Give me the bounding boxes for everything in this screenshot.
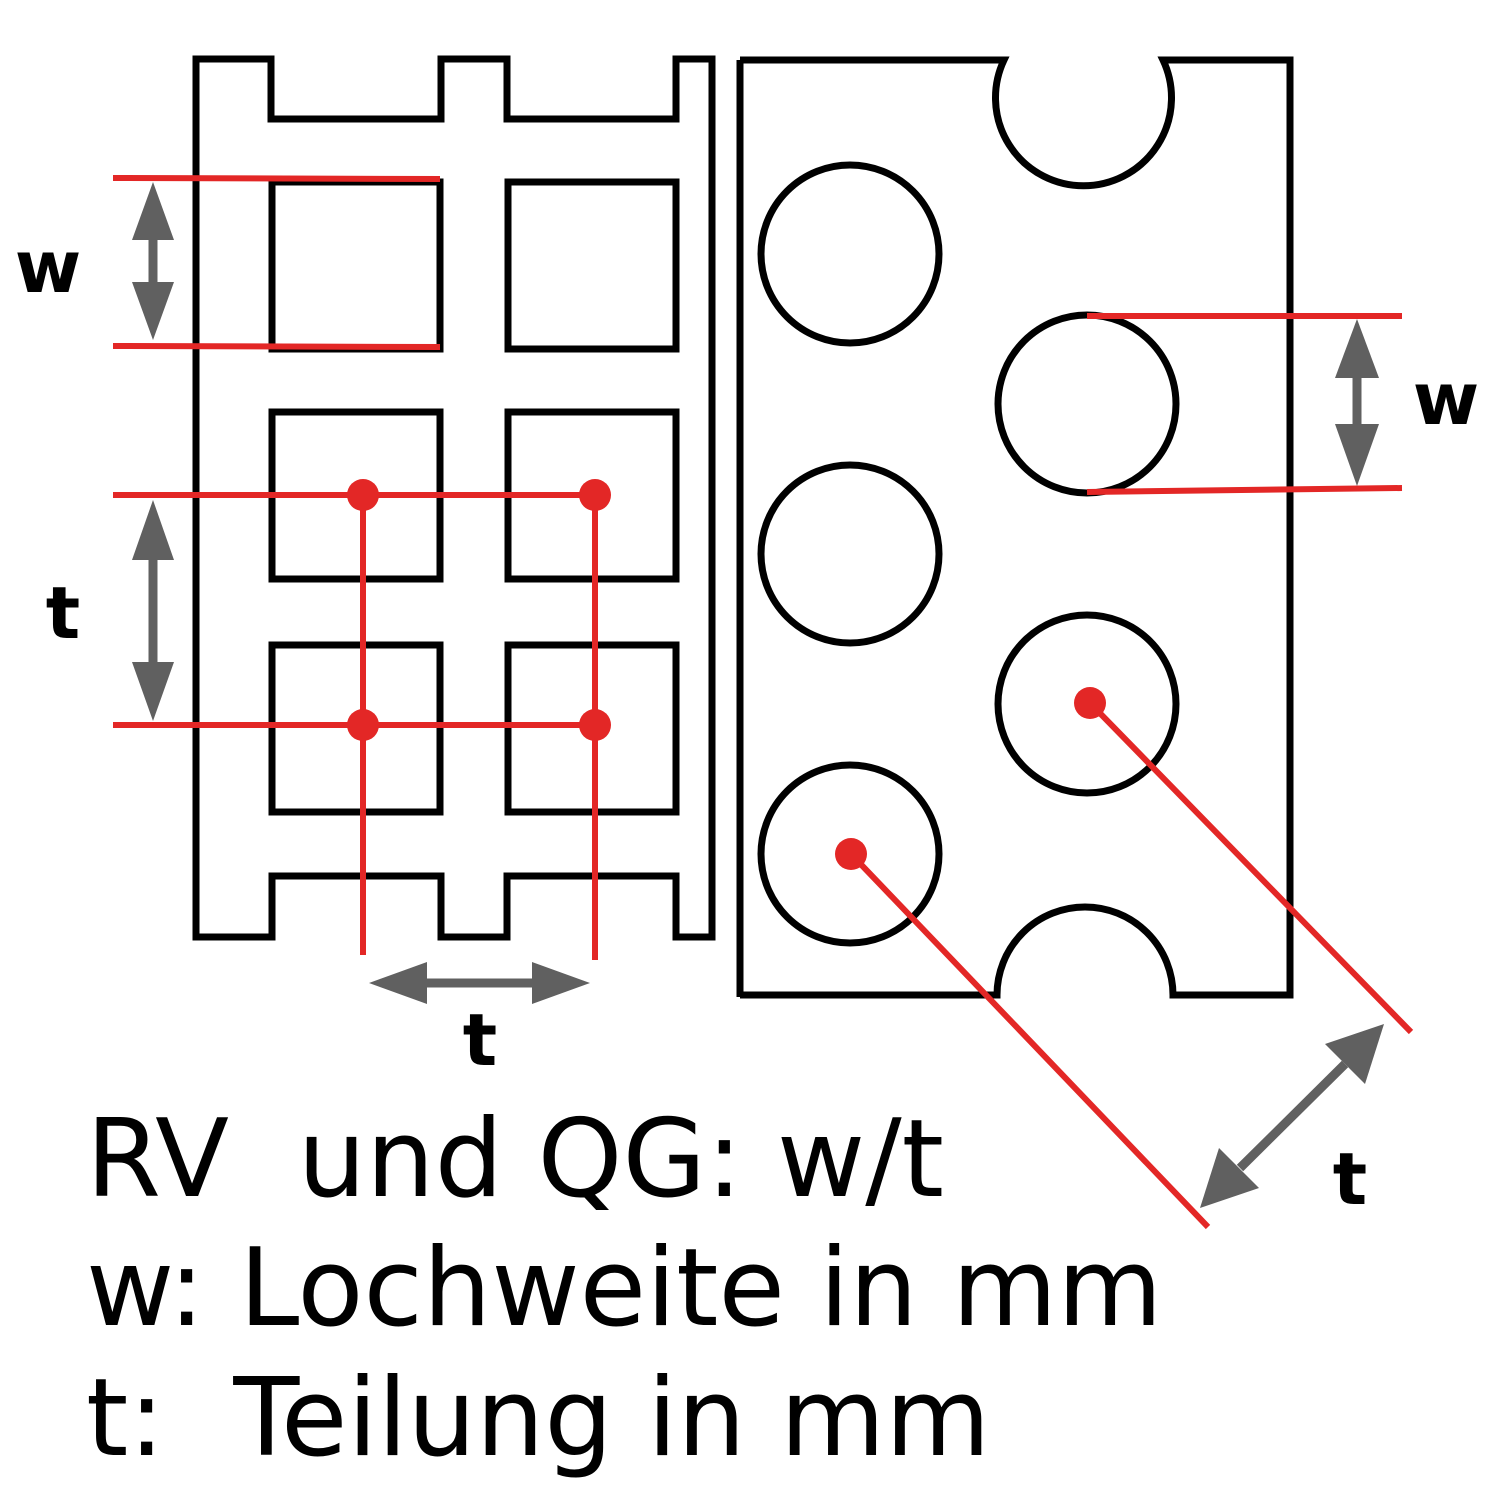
left-t-vertical-label: t xyxy=(46,571,80,655)
legend-w-definition: w: Lochweite in mm xyxy=(86,1226,1163,1351)
center-dot-r2c1 xyxy=(347,479,379,511)
round-hole-plate xyxy=(736,56,1294,999)
center-dot-hole-5 xyxy=(835,838,867,870)
square-hole-r3c1 xyxy=(268,641,444,816)
center-dot-r3c2 xyxy=(579,709,611,741)
right-w-label: w xyxy=(1413,357,1480,441)
right-t-diagonal-label: t xyxy=(1333,1137,1367,1221)
left-t-horizontal-label: t xyxy=(463,998,497,1082)
square-hole-r1c2 xyxy=(504,178,680,353)
left-w-label: w xyxy=(15,225,82,309)
w-right-bottom-reference-line xyxy=(1086,485,1403,495)
t-diagonal-line-upper xyxy=(1087,700,1414,1035)
left-t-vertical-arrow xyxy=(132,500,174,721)
right-t-diagonal-arrow xyxy=(1200,1024,1384,1208)
center-dot-hole-4 xyxy=(1074,687,1106,719)
legend-t-definition: t: Teilung in mm xyxy=(86,1356,991,1481)
left-t-horizontal-arrow xyxy=(369,962,590,1004)
right-measure-lines xyxy=(835,313,1414,1230)
dimension-arrows xyxy=(132,182,1384,1208)
round-hole-2 xyxy=(994,311,1180,497)
square-hole-r1c1 xyxy=(268,178,444,353)
round-plate-outline xyxy=(740,56,1294,999)
round-hole-3 xyxy=(757,461,943,647)
round-hole-4 xyxy=(994,611,1180,797)
w-top-reference-line xyxy=(112,175,441,182)
center-dot-r3c1 xyxy=(347,709,379,741)
center-dot-r2c2 xyxy=(579,479,611,511)
left-measure-lines xyxy=(112,175,611,960)
right-w-arrow xyxy=(1335,319,1379,486)
round-hole-1 xyxy=(757,161,943,347)
w-bottom-reference-line xyxy=(112,343,441,350)
left-w-arrow xyxy=(132,182,174,340)
legend-ratio-line: RV und QG: w/t xyxy=(86,1097,944,1222)
round-hole-5 xyxy=(757,761,943,947)
t-diagonal-line-lower xyxy=(848,851,1211,1230)
